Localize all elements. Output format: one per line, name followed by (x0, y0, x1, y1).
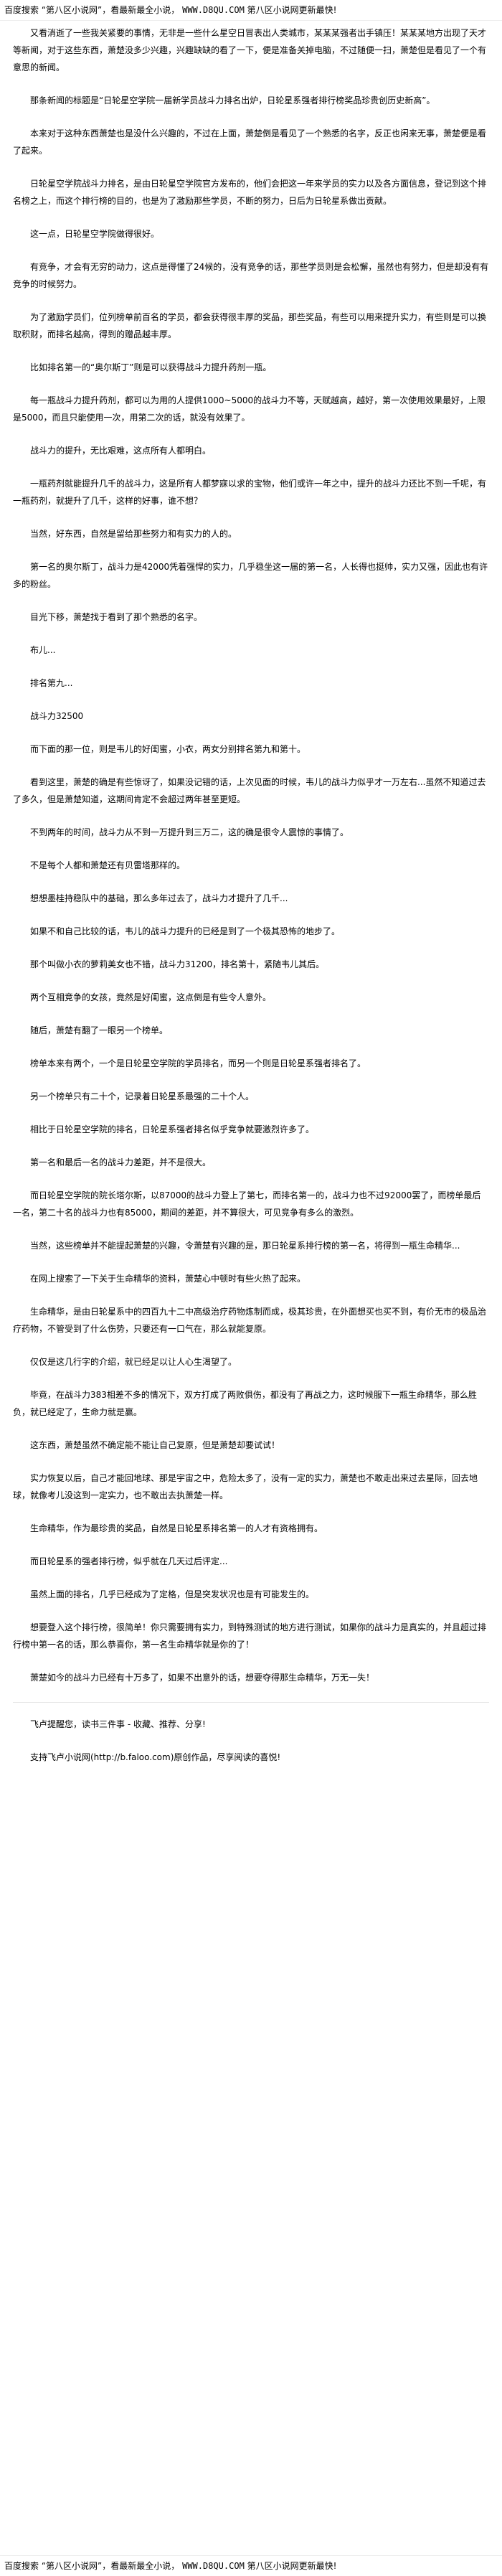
chapter-paragraph: 当然，这些榜单并不能提起萧楚的兴趣，令萧楚有兴趣的是，那日轮星系排行榜的第一名，… (30, 1241, 460, 1251)
chapter-paragraph: 为了激励学员们，位列榜单前百名的学员，都会获得很丰厚的奖品，那些奖品，有些可以用… (13, 312, 487, 339)
chapter-paragraph: 生命精华，作为最珍贵的奖品，自然是日轮星系排名第一的人才有资格拥有。 (30, 1523, 323, 1533)
chapter-paragraph: 这东西，萧楚虽然不确定能不能让自己复原，但是萧楚却要试试！ (30, 1440, 280, 1450)
chapter-paragraph: 虽然上面的排名，几乎已经成为了定格，但是突发状况也是有可能发生的。 (30, 1589, 315, 1599)
chapter-paragraph: 生命精华，是由日轮星系中的四百九十二中高级治疗药物炼制而成，极其珍贵，在外面想买… (13, 1307, 487, 1334)
chapter-paragraph: 相比于日轮星空学院的排名，日轮星系强者排名似乎竞争就要激烈许多了。 (30, 1124, 315, 1134)
chapter-paragraph: 战斗力的提升，无比艰难，这点所有人都明白。 (30, 446, 212, 456)
chapter-paragraph: 如果不和自己比较的话，韦儿的战斗力提升的已经是到了一个极其恐怖的地步了。 (30, 926, 341, 936)
chapter-paragraph: 一瓶药剂就能提升几千的战斗力，这是所有人都梦寐以求的宝物，他们或许一年之中，提升… (13, 479, 487, 506)
chapter-paragraph: 看到这里，萧楚的确是有些惊讶了，如果没记错的话，上次见面的时候，韦儿的战斗力似乎… (13, 777, 486, 804)
chapter-paragraph: 战斗力32500 (30, 711, 84, 721)
chapter-paragraph: 两个互相竞争的女孩，竟然是好闺蜜，这点倒是有些令人意外。 (30, 992, 272, 1002)
top-banner-url[interactable]: WWW.D8QU.COM (182, 5, 245, 15)
bottom-banner-prefix: 百度搜索 (4, 2561, 39, 2571)
chapter-paragraph: 而日轮星系的强者排行榜，似乎就在几天过后评定... (30, 1556, 228, 1566)
chapter-paragraph: 想想墨桂持稳队中的基础，那么多年过去了，战斗力才提升了几千... (30, 893, 288, 903)
chapter-paragraph: 第一名的奥尔斯丁，战斗力是42000凭着强悍的实力，几乎稳坐这一届的第一名，人长… (13, 562, 488, 589)
chapter-paragraph: 不到两年的时间，战斗力从不到一万提升到三万二，这的确是很令人震惊的事情了。 (30, 827, 349, 837)
chapter-paragraph: 又看消逝了一些我关紧要的事情，无非是一些什么星空日冒表出人类城市，某某某强者出手… (13, 28, 487, 72)
chapter-paragraph: 比如排名第一的“奥尔斯丁”则是可以获得战斗力提升药剂一瓶。 (30, 362, 272, 372)
chapter-paragraph: 实力恢复以后，自己才能回地球、那是宇宙之中，危险太多了，没有一定的实力，萧楚也不… (13, 1473, 478, 1500)
chapter-paragraph: 支持飞卢小说网(http://b.faloo.com)原创作品，尽享阅读的喜悦! (30, 1752, 281, 1762)
chapter-paragraph: 排名第九... (30, 678, 73, 688)
chapter-paragraph: 那个叫做小衣的萝莉美女也不错，战斗力31200，排名第十，紧随韦儿其后。 (30, 959, 325, 969)
chapter-paragraph: 日轮星空学院战斗力排名，是由日轮星空学院官方发布的，他们会把这一年来学员的实力以… (13, 179, 487, 206)
top-banner-prefix: 百度搜索 (4, 5, 39, 15)
bottom-banner-url[interactable]: WWW.D8QU.COM (182, 2561, 245, 2571)
chapter-paragraph: 飞卢提醒您，读书三件事 - 收藏、推荐、分享! (30, 1719, 206, 1729)
chapter-paragraph: 这一点，日轮星空学院做得很好。 (30, 229, 160, 239)
chapter-paragraph: 想要登入这个排行榜，很简单！你只需要拥有实力，到特殊测试的地方进行测试，如果你的… (13, 1622, 487, 1650)
chapter-paragraph: 每一瓶战斗力提升药剂，都可以为用的人提供1000~5000的战斗力不等，天赋越高… (13, 395, 486, 423)
bottom-banner-suffix: 第八区小说网更新最快! (247, 2561, 337, 2571)
chapter-paragraph: 毕竟，在战斗力383相差不多的情况下，双方打成了两败俱伤，都没有了再战之力，这时… (13, 1390, 477, 1417)
chapter-paragraph: 第一名和最后一名的战斗力差距，并不是很大。 (30, 1157, 212, 1167)
chapter-paragraph: 目光下移，萧楚找于看到了那个熟悉的名字。 (30, 612, 203, 622)
chapter-paragraph: 萧楚如今的战斗力已经有十万多了，如果不出意外的话，想要夺得那生命精华，万无一失！ (30, 1673, 375, 1683)
chapter-paragraph: 那条新闻的标题是“日轮星空学院一届新学员战斗力排名出炉，日轮星系强者排行榜奖品珍… (30, 95, 435, 105)
chapter-paragraph: 不是每个人都和萧楚还有贝雷塔那样的。 (30, 860, 186, 870)
top-banner-site: “第八区小说网”，看最新最全小说， (41, 5, 180, 15)
chapter-paragraph: 布儿... (30, 645, 56, 655)
top-banner: 百度搜索 “第八区小说网”，看最新最全小说， WWW.D8QU.COM 第八区小… (0, 0, 502, 21)
chapter-paragraph: 本来对于这种东西萧楚也是没什么兴趣的，不过在上面，萧楚倒是看见了一个熟悉的名字，… (13, 128, 487, 156)
chapter-paragraph: 而下面的那一位，则是韦儿的好闺蜜，小衣，两女分别排名第九和第十。 (30, 744, 306, 754)
chapter-paragraph: 仅仅是这几行字的介绍，就已经足以让人心生渴望了。 (30, 1357, 237, 1367)
chapter-paragraph: 有竞争，才会有无穷的动力，这点是得懂了24候的，没有竞争的话，那些学员则是会松懈… (13, 262, 489, 289)
chapter-content: 又看消逝了一些我关紧要的事情，无非是一些什么星空日冒表出人类城市，某某某强者出手… (13, 24, 489, 2552)
chapter-paragraph: 另一个榜单只有二十个，记录着日轮星系最强的二十个人。 (30, 1091, 255, 1101)
chapter-paragraph: 当然，好东西，自然是留给那些努力和有实力的人的。 (30, 529, 237, 539)
bottom-banner-site: “第八区小说网”，看最新最全小说， (41, 2561, 180, 2571)
chapter-paragraph: 随后，萧楚有翻了一眼另一个榜单。 (30, 1025, 169, 1035)
bottom-banner: 百度搜索 “第八区小说网”，看最新最全小说， WWW.D8QU.COM 第八区小… (0, 2555, 502, 2576)
top-banner-suffix: 第八区小说网更新最快! (247, 5, 337, 15)
chapter-paragraph: 而日轮星空学院的院长塔尔斯，以87000的战斗力登上了第七，而排名第一的，战斗力… (13, 1190, 481, 1218)
content-divider (13, 1702, 489, 1703)
chapter-paragraph: 榜单本来有两个，一个是日轮星空学院的学员排名，而另一个则是日轮星系强者排名了。 (30, 1058, 366, 1068)
chapter-paragraph: 在网上搜索了一下关于生命精华的资料，萧楚心中顿时有些火热了起来。 (30, 1274, 306, 1284)
